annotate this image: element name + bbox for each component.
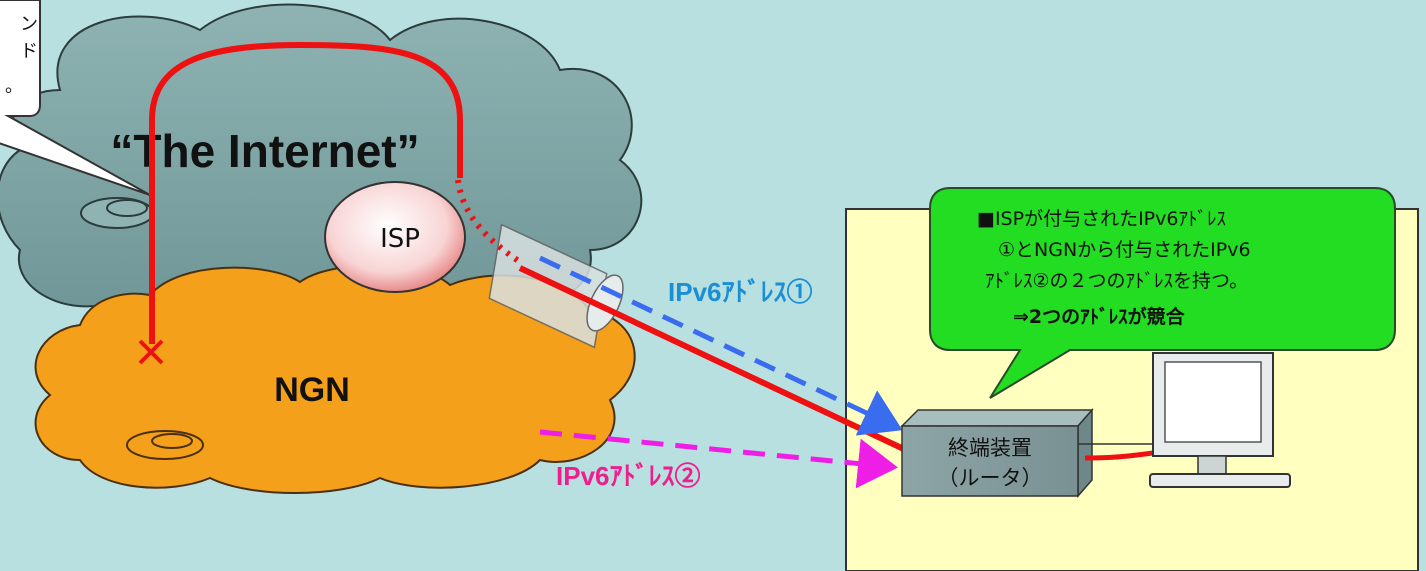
isp-dotted-path <box>455 179 522 265</box>
computer-monitor-icon <box>1149 352 1291 488</box>
isp-to-router-cable <box>518 265 912 455</box>
pipe-tunnel-icon <box>488 223 624 349</box>
left-callout-line-2: ド <box>20 41 38 62</box>
isp-node: ISP <box>324 181 466 293</box>
address2-arrow <box>539 429 898 489</box>
callout-line-1: ■ISPが付与されたIPv6ｱﾄﾞﾚｽ <box>977 208 1226 230</box>
callout-line-3: ｱﾄﾞﾚｽ②の２つのｱﾄﾞﾚｽを持つ。 <box>985 270 1248 292</box>
internet-label: “The Internet” <box>110 125 419 177</box>
device-line-2: （ルータ） <box>938 466 1043 490</box>
left-callout-line-1: ン <box>20 14 38 35</box>
router-device: 終端装置 （ルータ） <box>900 408 1094 498</box>
conflict-callout: ■ISPが付与されたIPv6ｱﾄﾞﾚｽ ①とNGNから付与されたIPv6 ｱﾄﾞ… <box>929 187 1396 399</box>
address1-label: IPv6ｱﾄﾞﾚｽ① <box>668 277 813 307</box>
ngn-cloud: NGN <box>34 264 636 494</box>
left-callout-line-3: 。 <box>5 76 23 97</box>
isp-label: ISP <box>380 224 420 254</box>
device-line-1: 終端装置 <box>948 436 1032 460</box>
left-callout: ン ド 。 <box>0 0 151 196</box>
address2-label: IPv6ｱﾄﾞﾚｽ② <box>556 461 701 491</box>
internet-path <box>149 41 463 344</box>
callout-line-4: ⇒2つのｱﾄﾞﾚｽが競合 <box>1013 305 1186 328</box>
cross-mark-icon <box>138 339 164 365</box>
callout-line-2: ①とNGNから付与されたIPv6 <box>998 239 1251 261</box>
ngn-label: NGN <box>274 371 350 409</box>
